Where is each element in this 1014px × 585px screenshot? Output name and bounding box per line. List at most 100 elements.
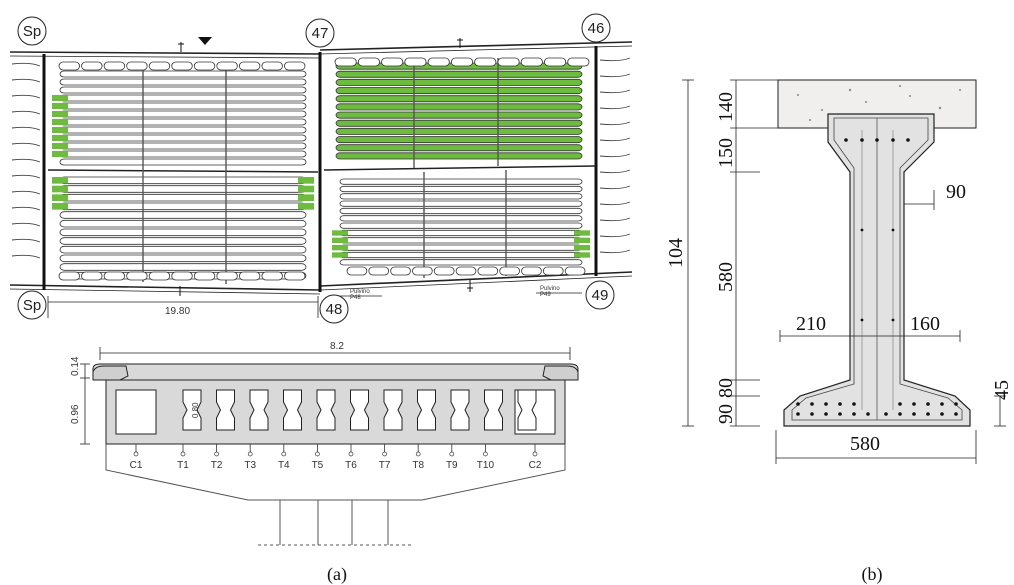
edge-plate xyxy=(81,271,103,281)
svg-text:T2: T2 xyxy=(211,460,223,471)
svg-text:Pulvino: Pulvino xyxy=(540,286,560,292)
girder-void xyxy=(216,389,235,431)
girder-voids xyxy=(115,389,556,435)
girder-strip xyxy=(59,150,307,158)
girder-bearing-t2: T2 xyxy=(211,444,223,471)
edge-plate xyxy=(567,57,590,67)
girder-void xyxy=(283,389,302,431)
edge-plate xyxy=(346,266,368,276)
girder-strip xyxy=(59,142,307,150)
girder-strip xyxy=(339,193,583,200)
girder-bearing-t10: T10 xyxy=(477,444,495,471)
girder-bearing-t9: T9 xyxy=(446,444,458,471)
bottom-flange-dimension: 90 xyxy=(715,404,737,424)
girder-void xyxy=(450,389,470,431)
web-offset-dimension: 90 xyxy=(946,181,966,203)
edge-plate xyxy=(148,271,171,281)
edge-plate xyxy=(412,266,433,276)
girder-strip xyxy=(335,78,583,86)
svg-text:T3: T3 xyxy=(244,460,256,471)
girder-strip xyxy=(59,110,307,118)
girder-void xyxy=(350,389,369,431)
edge-plate xyxy=(171,61,193,71)
girder-bearing-t7: T7 xyxy=(379,444,391,471)
svg-text:C1: C1 xyxy=(130,460,143,471)
edge-plate xyxy=(404,57,427,67)
girder-bearing-t3: T3 xyxy=(244,444,256,471)
svg-text:49: 49 xyxy=(592,287,609,304)
girder-void xyxy=(417,389,436,431)
inner-depth-dimension: 0.80 xyxy=(191,402,200,418)
girder-strip xyxy=(59,237,307,245)
svg-text:T10: T10 xyxy=(477,460,495,471)
edge-plate xyxy=(126,61,148,71)
girder-strip xyxy=(59,228,307,237)
girder-strip xyxy=(339,222,583,229)
bottom-side-dimension: 45 xyxy=(991,380,1013,400)
edge-plate xyxy=(148,61,171,71)
edge-plate xyxy=(193,271,216,281)
girder-strip xyxy=(339,259,583,266)
girder-strip xyxy=(335,87,583,95)
girder-bearing-c1: C1 xyxy=(130,444,143,471)
girder-strip xyxy=(59,70,307,78)
edge-plate xyxy=(284,61,306,71)
girder-strip xyxy=(335,103,583,111)
edge-plate xyxy=(126,271,148,281)
girder-strip xyxy=(339,251,583,259)
svg-text:Sp: Sp xyxy=(23,297,41,314)
top-flange-dimension: 150 xyxy=(715,138,737,168)
girder-bearing-c2: C2 xyxy=(529,444,542,471)
girder-strip xyxy=(59,245,307,254)
girder-strip xyxy=(335,152,583,160)
girder-strip xyxy=(335,70,583,78)
edge-plate xyxy=(520,57,543,67)
girder-bearing-t4: T4 xyxy=(278,444,290,471)
grid-bubble-49: 49 xyxy=(585,280,615,310)
girder-bearing-t1: T1 xyxy=(177,444,189,471)
girder-void xyxy=(383,389,403,431)
grid-bubble-48: 48 xyxy=(319,294,349,324)
edge-plate xyxy=(357,57,380,67)
girder-strip xyxy=(339,178,583,185)
edge-plate xyxy=(497,57,520,67)
bottom-taper-dimension: 80 xyxy=(715,378,737,398)
edge-plate xyxy=(450,57,474,67)
edge-plate xyxy=(103,271,126,281)
span-dimension: 19.80 xyxy=(165,306,190,317)
deck-width-dimension: 8.2 xyxy=(330,341,344,352)
edge-plate xyxy=(238,271,261,281)
edge-void xyxy=(115,389,157,435)
girder-strip xyxy=(339,215,583,222)
edge-plate xyxy=(216,271,238,281)
edge-plate xyxy=(103,61,126,71)
girder-strip xyxy=(335,119,583,127)
girder-void xyxy=(517,389,537,431)
svg-text:C2: C2 xyxy=(529,460,542,471)
svg-text:P48: P48 xyxy=(350,295,361,301)
edge-plate xyxy=(81,61,103,71)
girder-strip xyxy=(335,144,583,152)
edge-plate xyxy=(427,57,450,67)
girder-strip xyxy=(59,134,307,142)
svg-text:48: 48 xyxy=(326,301,343,318)
girder-strip xyxy=(59,263,307,271)
svg-text:P49: P49 xyxy=(540,292,551,298)
girder-strip xyxy=(339,200,583,207)
grid-bubble-sp-top: Sp xyxy=(17,16,47,46)
girder-bearing-t6: T6 xyxy=(345,444,357,471)
girder-strip xyxy=(335,95,583,103)
svg-text:T6: T6 xyxy=(345,460,357,471)
left-dimension: 210 xyxy=(796,313,826,335)
edge-plate xyxy=(564,266,586,276)
girder-strip xyxy=(59,193,307,202)
edge-plate xyxy=(193,61,216,71)
edge-plate xyxy=(216,61,238,71)
girder-strip xyxy=(59,185,307,193)
edge-plate xyxy=(474,57,497,67)
edge-plate xyxy=(284,271,306,281)
edge-plate xyxy=(368,266,390,276)
edge-plate xyxy=(499,266,520,276)
girder-strip xyxy=(335,111,583,119)
